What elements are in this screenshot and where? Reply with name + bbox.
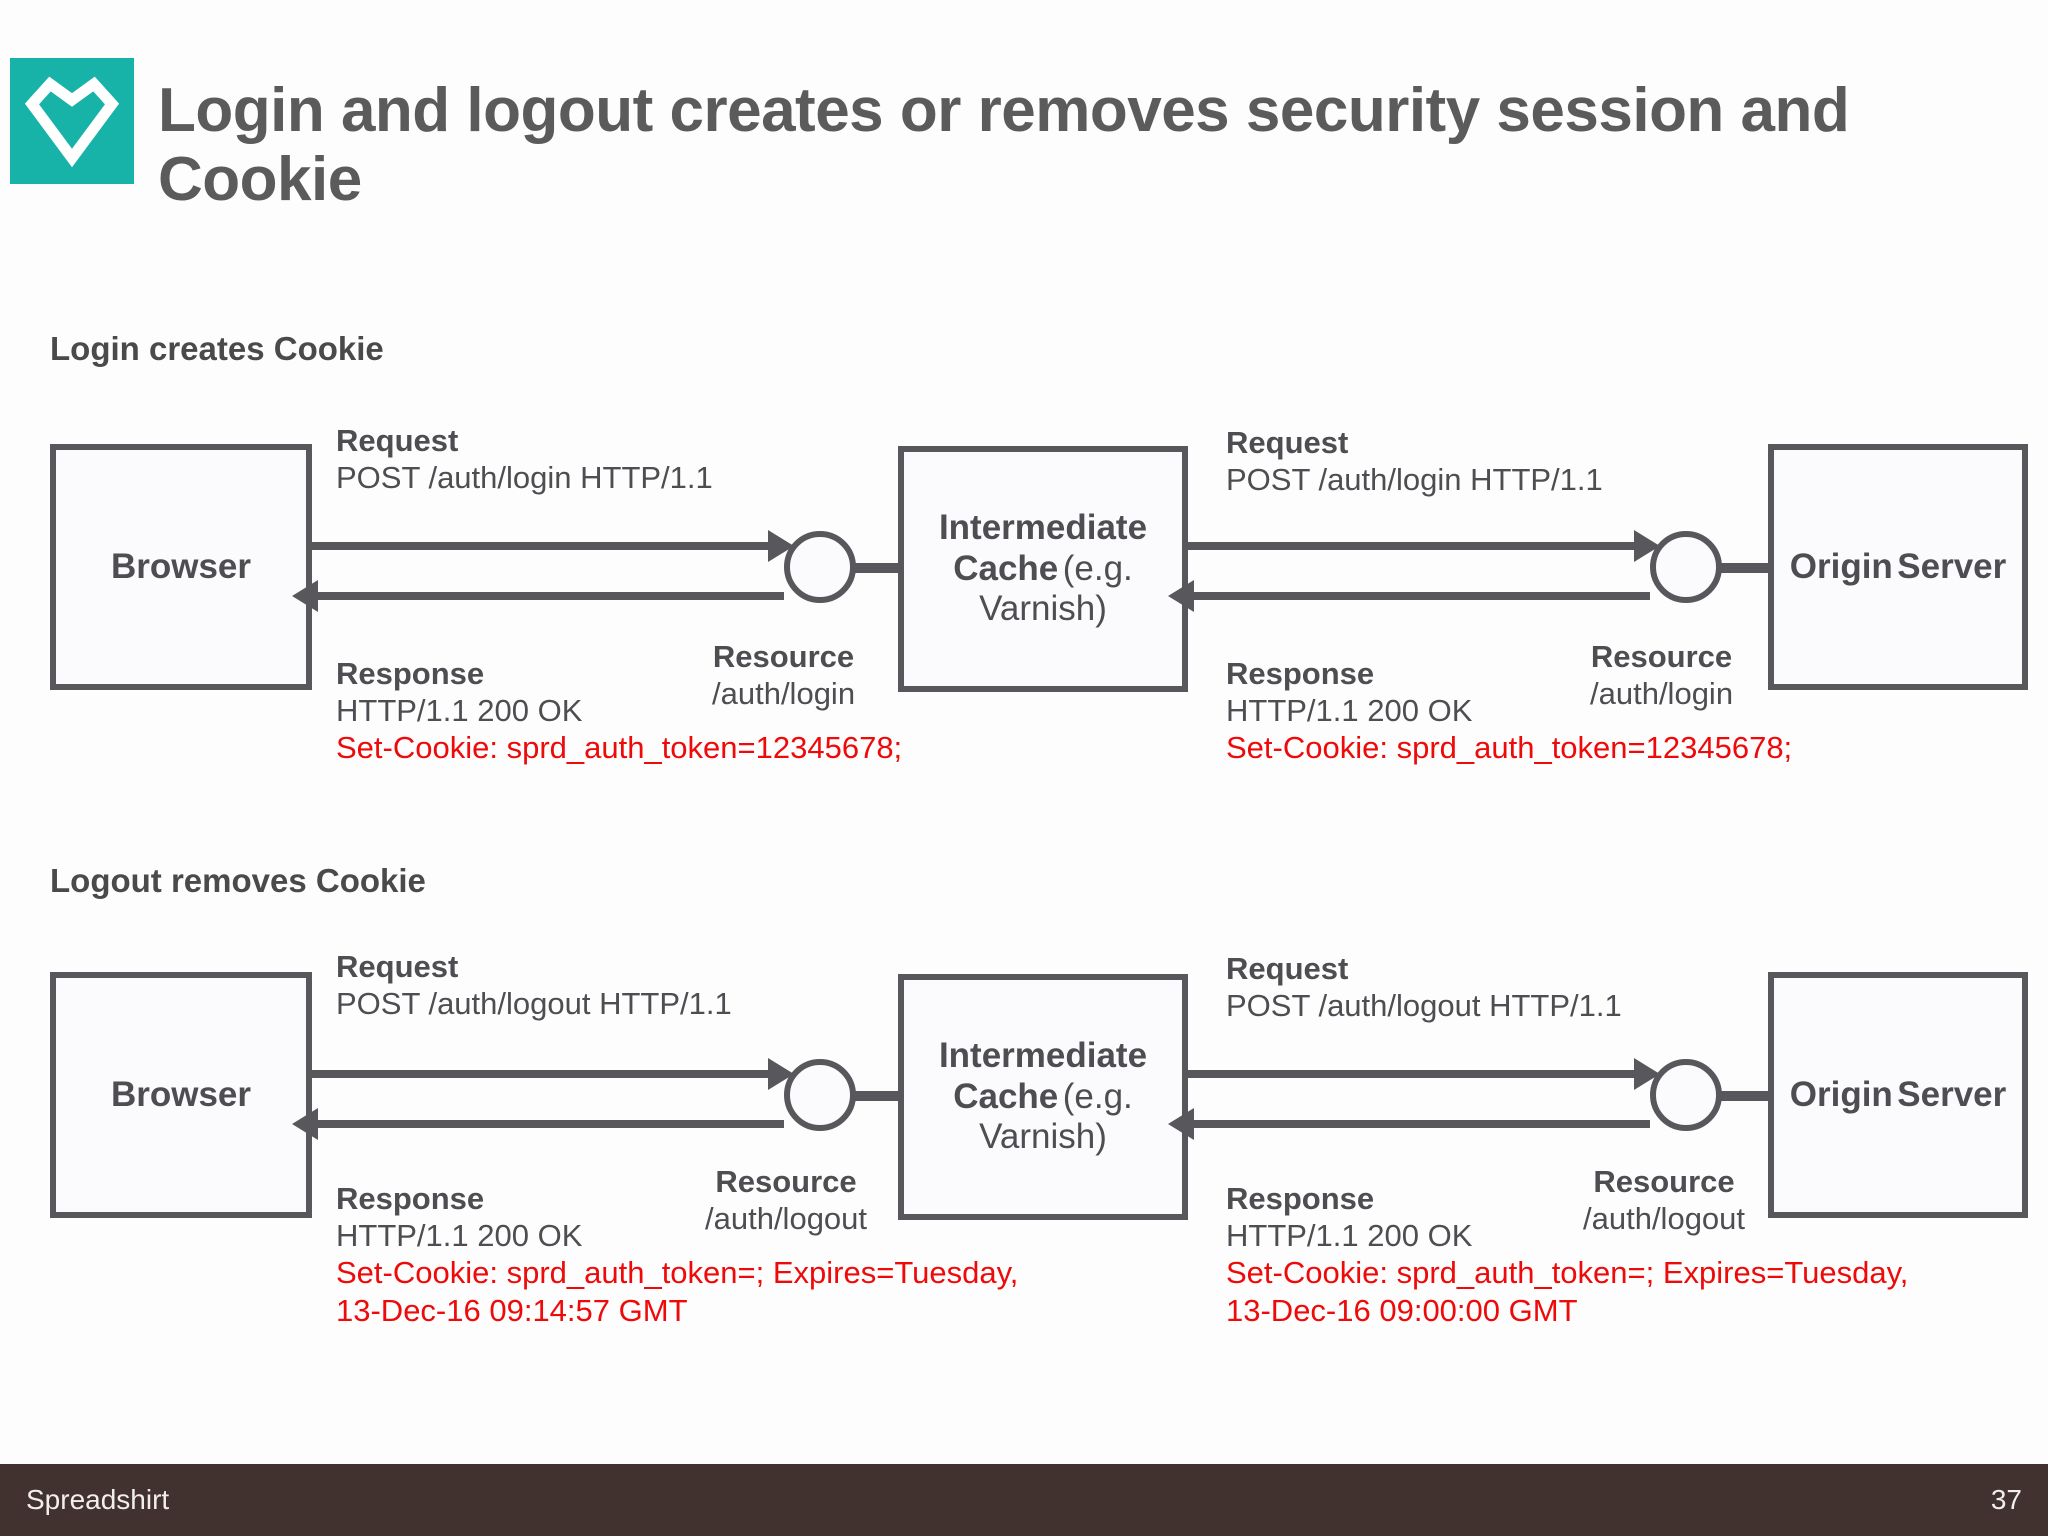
node-cache-label-line1: Intermediate — [938, 1036, 1148, 1076]
arrow-head-response-left — [292, 580, 318, 612]
diagram-login-creates-cookie: Browser Intermediate Cache (e.g. Varnish… — [0, 420, 2048, 820]
label-request-left-line: POST /auth/login HTTP/1.1 — [336, 460, 713, 496]
label-response-left-header: Response — [336, 656, 485, 691]
label-resource-left-path: /auth/login — [712, 676, 856, 712]
label-response-right: Response HTTP/1.1 200 OK Set-Cookie: spr… — [1226, 655, 1792, 767]
label-set-cookie-right: Set-Cookie: sprd_auth_token=; Expires=Tu… — [1226, 1255, 1909, 1291]
node-browser: Browser — [50, 972, 312, 1218]
arrow-response-origin-to-cache — [1194, 1120, 1650, 1128]
junction-stub-left — [852, 1091, 900, 1101]
label-request-left-line: POST /auth/logout HTTP/1.1 — [336, 986, 732, 1022]
label-request-left: Request POST /auth/login HTTP/1.1 — [336, 422, 713, 496]
arrow-response-cache-to-browser — [318, 592, 784, 600]
node-origin-server: Origin Server — [1768, 972, 2028, 1218]
label-response-left: Response HTTP/1.1 200 OK Set-Cookie: spr… — [336, 1180, 1018, 1329]
arrow-request-browser-to-cache — [312, 1070, 772, 1078]
node-cache-label-line2: Cache — [953, 548, 1059, 588]
label-response-left: Response HTTP/1.1 200 OK Set-Cookie: spr… — [336, 655, 902, 767]
label-response-right-header: Response — [1226, 1181, 1375, 1216]
page-title: Login and logout creates or removes secu… — [158, 76, 1850, 215]
section-caption-logout: Logout removes Cookie — [50, 862, 426, 899]
label-set-cookie-right-line2: 13-Dec-16 09:00:00 GMT — [1226, 1292, 1578, 1328]
arrow-response-cache-to-browser — [318, 1120, 784, 1128]
arrow-request-browser-to-cache — [312, 542, 772, 550]
section-caption-login: Login creates Cookie — [50, 330, 384, 367]
label-response-left-header: Response — [336, 1181, 485, 1216]
label-resource-left-path: /auth/logout — [705, 1201, 868, 1237]
label-response-left-line: HTTP/1.1 200 OK — [336, 693, 583, 729]
footer-company-name: Spreadshirt — [26, 1484, 170, 1515]
label-request-right: Request POST /auth/logout HTTP/1.1 — [1226, 950, 1622, 1024]
label-request-right-line: POST /auth/logout HTTP/1.1 — [1226, 988, 1622, 1024]
label-response-right-header: Response — [1226, 656, 1375, 691]
label-resource-right: Resource /auth/login — [1590, 638, 1733, 712]
arrow-head-response-right — [1168, 1108, 1194, 1140]
label-response-left-line: HTTP/1.1 200 OK — [336, 1218, 583, 1254]
label-resource-left-header: Resource — [712, 639, 855, 674]
spreadshirt-heart-logo-icon — [10, 58, 134, 184]
label-request-right: Request POST /auth/login HTTP/1.1 — [1226, 424, 1603, 498]
node-intermediate-cache: Intermediate Cache (e.g. Varnish) — [898, 446, 1188, 692]
junction-stub-right — [1718, 1091, 1770, 1101]
node-origin-label-line1: Origin — [1789, 546, 1893, 586]
label-resource-right-path: /auth/logout — [1583, 1201, 1746, 1237]
label-response-right: Response HTTP/1.1 200 OK Set-Cookie: spr… — [1226, 1180, 1908, 1329]
label-request-left-header: Request — [336, 423, 459, 458]
junction-resource-right — [1650, 1059, 1722, 1131]
node-origin-label-line2: Server — [1897, 546, 2007, 586]
arrow-request-cache-to-origin — [1188, 542, 1638, 550]
label-resource-right-path: /auth/login — [1590, 676, 1734, 712]
slide-footer: Spreadshirt 37 — [0, 1464, 2048, 1536]
label-request-right-header: Request — [1226, 425, 1349, 460]
node-browser: Browser — [50, 444, 312, 690]
node-cache-label-line1: Intermediate — [938, 508, 1148, 548]
label-request-left: Request POST /auth/logout HTTP/1.1 — [336, 948, 732, 1022]
label-resource-left-header: Resource — [715, 1164, 857, 1199]
label-request-right-header: Request — [1226, 951, 1349, 986]
arrow-request-cache-to-origin — [1188, 1070, 1638, 1078]
junction-resource-right — [1650, 531, 1722, 603]
arrow-head-response-left — [292, 1108, 318, 1140]
label-set-cookie-left: Set-Cookie: sprd_auth_token=12345678; — [336, 730, 903, 766]
footer-page-number: 37 — [1990, 1484, 2022, 1515]
label-resource-left: Resource /auth/logout — [705, 1163, 867, 1237]
node-cache-label-line3: (e.g. Varnish) — [979, 1076, 1133, 1157]
node-origin-label-line1: Origin — [1789, 1074, 1893, 1114]
junction-stub-right — [1718, 563, 1770, 573]
node-intermediate-cache: Intermediate Cache (e.g. Varnish) — [898, 974, 1188, 1220]
junction-resource-left — [784, 531, 856, 603]
junction-resource-left — [784, 1059, 856, 1131]
label-response-right-line: HTTP/1.1 200 OK — [1226, 693, 1473, 729]
junction-stub-left — [852, 563, 900, 573]
arrow-response-origin-to-cache — [1194, 592, 1650, 600]
label-request-right-line: POST /auth/login HTTP/1.1 — [1226, 462, 1603, 498]
label-set-cookie-left-line2: 13-Dec-16 09:14:57 GMT — [336, 1292, 688, 1328]
diagram-logout-removes-cookie: Browser Intermediate Cache (e.g. Varnish… — [0, 948, 2048, 1348]
label-set-cookie-right: Set-Cookie: sprd_auth_token=12345678; — [1226, 730, 1793, 766]
label-request-left-header: Request — [336, 949, 459, 984]
label-response-right-line: HTTP/1.1 200 OK — [1226, 1218, 1473, 1254]
arrow-head-response-right — [1168, 580, 1194, 612]
label-resource-right-header: Resource — [1590, 639, 1733, 674]
label-resource-right: Resource /auth/logout — [1583, 1163, 1745, 1237]
node-origin-server: Origin Server — [1768, 444, 2028, 690]
label-set-cookie-left: Set-Cookie: sprd_auth_token=; Expires=Tu… — [336, 1255, 1019, 1291]
node-cache-label-line2: Cache — [953, 1076, 1059, 1116]
node-origin-label-line2: Server — [1897, 1074, 2007, 1114]
label-resource-right-header: Resource — [1593, 1164, 1735, 1199]
node-cache-label-line3: (e.g. Varnish) — [979, 548, 1133, 629]
label-resource-left: Resource /auth/login — [712, 638, 855, 712]
node-browser-label: Browser — [110, 1074, 252, 1114]
node-browser-label: Browser — [110, 546, 252, 586]
